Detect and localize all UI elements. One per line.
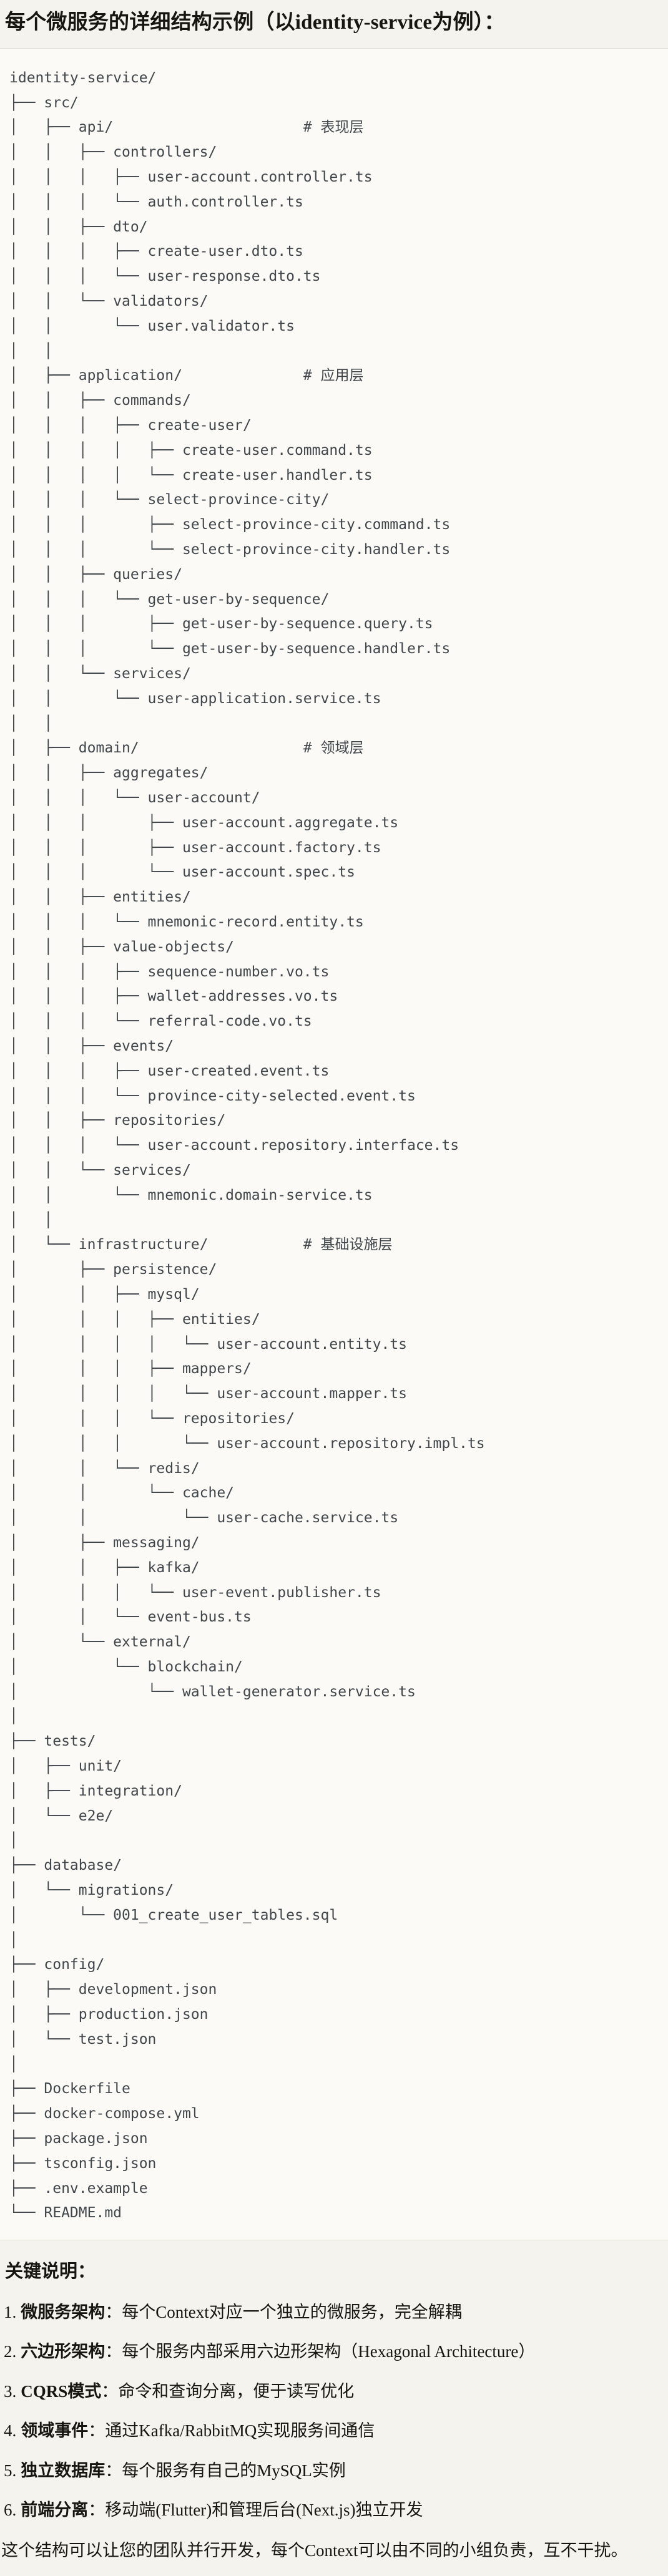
note-number: 5. [4,2461,17,2480]
directory-tree: identity-service/ ├── src/ │ ├── api/ # … [9,69,485,2222]
note-description: ：每个Context对应一个独立的微服务，完全解耦 [105,2303,462,2322]
note-term: 领域事件 [21,2421,89,2441]
note-term: 微服务架构 [21,2303,106,2322]
notes-heading: 关键说明： [5,2262,96,2282]
note-item: 6.前端分离：移动端(Flutter)和管理后台(Next.js)独立开发 [4,2500,663,2520]
note-description: ：每个服务内部采用六边形架构（Hexagonal Architecture） [105,2342,536,2361]
note-description: ：移动端(Flutter)和管理后台(Next.js)独立开发 [88,2500,423,2519]
note-term: 独立数据库 [21,2461,106,2480]
note-number: 4. [4,2421,17,2441]
note-number: 3. [4,2381,17,2401]
note-number: 2. [4,2342,17,2361]
code-block: identity-service/ ├── src/ │ ├── api/ # … [0,47,668,2241]
closing-paragraph: 这个结构可以让您的团队并行开发，每个Context可以由不同的小组负责，互不干扰… [1,2541,628,2560]
note-description: ：每个服务有自己的MySQL实例 [105,2461,346,2480]
note-number: 6. [4,2500,17,2519]
note-term: CQRS模式 [21,2381,102,2401]
note-item: 1.微服务架构：每个Context对应一个独立的微服务，完全解耦 [4,2302,663,2322]
note-number: 1. [4,2303,17,2322]
note-description: ：通过Kafka/RabbitMQ实现服务间通信 [88,2421,375,2441]
note-item: 4.领域事件：通过Kafka/RabbitMQ实现服务间通信 [4,2421,663,2441]
note-item: 2.六边形架构：每个服务内部采用六边形架构（Hexagonal Architec… [4,2341,663,2361]
note-description: ：命令和查询分离，便于读写优化 [101,2381,355,2401]
note-item: 5.独立数据库：每个服务有自己的MySQL实例 [4,2461,663,2481]
note-item: 3.CQRS模式：命令和查询分离，便于读写优化 [4,2381,663,2401]
note-term: 六边形架构 [21,2342,106,2361]
page-title: 每个微服务的详细结构示例（以identity-service为例）： [5,11,505,34]
note-term: 前端分离 [21,2500,89,2519]
